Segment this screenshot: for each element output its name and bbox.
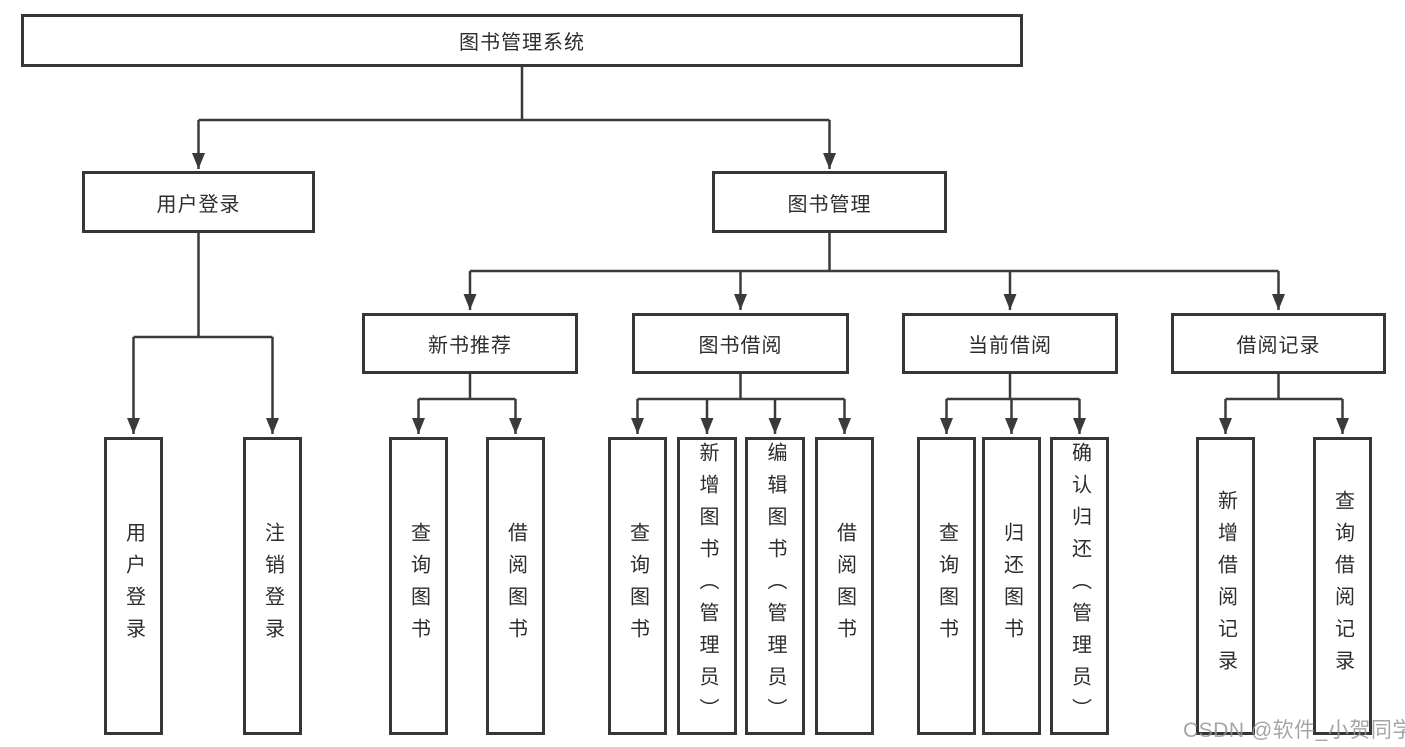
connector-root — [198, 67, 830, 122]
leaf-query-books-recommend: 查询图书 — [389, 437, 448, 735]
node-label: 新增借阅记录 — [1214, 490, 1237, 682]
node-label: 查询图书 — [626, 522, 649, 650]
connector-book-management — [470, 233, 1279, 273]
leaf-return-books: 归还图书 — [982, 437, 1041, 735]
node-label: 查询图书 — [935, 522, 958, 650]
connector-book-borrowing — [637, 374, 845, 401]
leaf-borrow-books-borrowing: 借阅图书 — [815, 437, 874, 735]
leaf-add-book-admin: 新增图书（管理员） — [677, 437, 737, 735]
node-label: 确认归还（管理员） — [1068, 442, 1091, 730]
node-book-management: 图书管理 — [712, 171, 947, 233]
leaf-borrow-books-recommend: 借阅图书 — [486, 437, 545, 735]
node-label: 用户登录 — [156, 193, 241, 216]
node-label: 归还图书 — [1000, 522, 1023, 650]
node-label: 注销登录 — [261, 522, 284, 650]
node-label: 借阅图书 — [833, 522, 856, 650]
leaf-query-borrow-record: 查询借阅记录 — [1313, 437, 1372, 735]
leaf-confirm-return-admin: 确认归还（管理员） — [1050, 437, 1109, 735]
leaf-logout: 注销登录 — [243, 437, 302, 735]
node-label: 借阅记录 — [1236, 335, 1321, 357]
watermark: CSDN @软件_小贺同学 — [1183, 719, 1405, 742]
node-user-login: 用户登录 — [82, 171, 315, 233]
leaf-edit-book-admin: 编辑图书（管理员） — [745, 437, 805, 735]
node-label: 新增图书（管理员） — [696, 442, 718, 730]
connector-user-login — [133, 233, 273, 339]
node-label: 图书管理 — [787, 193, 872, 216]
node-label: 新书推荐 — [428, 335, 512, 357]
node-label: 查询借阅记录 — [1331, 490, 1354, 682]
node-book-borrowing: 图书借阅 — [632, 313, 849, 374]
node-label: 当前借阅 — [968, 335, 1052, 357]
connector-new-book — [418, 374, 516, 401]
node-current-borrowing: 当前借阅 — [902, 313, 1118, 374]
node-borrowing-records: 借阅记录 — [1171, 313, 1386, 374]
node-label: 借阅图书 — [504, 522, 527, 650]
leaf-add-borrow-record: 新增借阅记录 — [1196, 437, 1255, 735]
leaf-user-login: 用户登录 — [104, 437, 163, 735]
leaf-query-books-borrowing: 查询图书 — [608, 437, 667, 735]
node-label: 用户登录 — [122, 522, 145, 650]
node-library-management-system: 图书管理系统 — [21, 14, 1023, 67]
leaf-query-books-current: 查询图书 — [917, 437, 976, 735]
connector-current-borrowing — [946, 374, 1080, 401]
node-label: 查询图书 — [407, 522, 430, 650]
connector-borrowing-records — [1225, 374, 1343, 401]
node-label: 图书借阅 — [698, 335, 783, 357]
node-label: 图书管理系统 — [459, 32, 585, 54]
node-new-book-recommendation: 新书推荐 — [362, 313, 578, 374]
node-label: 编辑图书（管理员） — [764, 442, 786, 730]
